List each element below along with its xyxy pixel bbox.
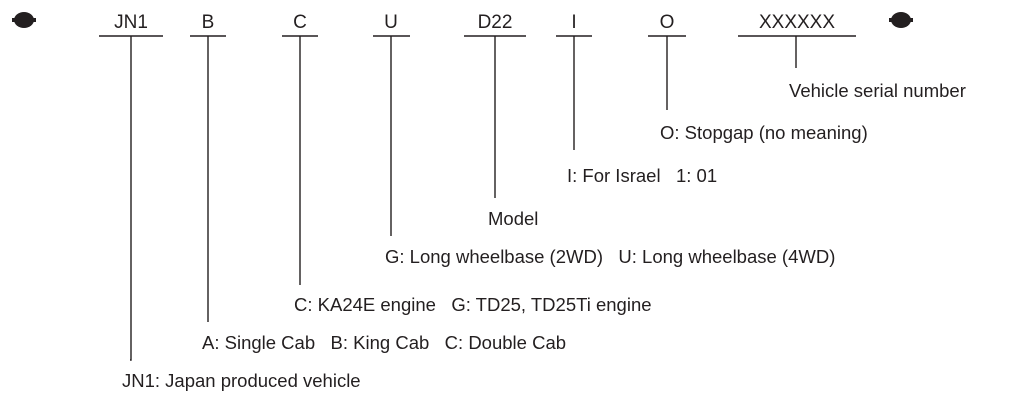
segment-stopgap: O O: Stopgap (no meaning)	[648, 12, 868, 143]
segment-code-serial: XXXXXX	[759, 12, 835, 33]
segment-code-destination: I	[571, 12, 576, 33]
segment-destination: I I: For Israel 1: 01	[556, 12, 717, 186]
segment-description-jn1: JN1: Japan produced vehicle	[122, 370, 361, 391]
segment-description-destination: I: For Israel 1: 01	[567, 165, 717, 186]
start-marker-icon	[12, 12, 36, 28]
segment-description-model: Model	[488, 208, 538, 229]
segment-body-type: B A: Single Cab B: King Cab C: Double Ca…	[190, 12, 566, 353]
segment-leader-jn1	[130, 36, 132, 361]
segment-code-engine: C	[293, 12, 307, 33]
segment-description-serial: Vehicle serial number	[789, 80, 966, 101]
segment-code-jn1: JN1	[114, 12, 148, 33]
segment-code-wheelbase: U	[384, 12, 398, 33]
segment-model: D22 Model	[464, 12, 538, 229]
segment-engine: C C: KA24E engine G: TD25, TD25Ti engine	[282, 12, 652, 315]
segment-code-model: D22	[478, 12, 513, 33]
segment-description-wheelbase: G: Long wheelbase (2WD) U: Long wheelbas…	[385, 246, 835, 267]
segment-code-stopgap: O	[660, 12, 675, 33]
segment-serial: XXXXXX Vehicle serial number	[738, 12, 966, 101]
segment-jn1: JN1 JN1: Japan produced vehicle	[99, 12, 361, 391]
segment-wheelbase: U G: Long wheelbase (2WD) U: Long wheelb…	[373, 12, 835, 267]
end-marker-icon	[889, 12, 913, 28]
segment-code-body-type: B	[202, 12, 215, 33]
segment-description-body-type: A: Single Cab B: King Cab C: Double Cab	[202, 332, 566, 353]
segment-description-stopgap: O: Stopgap (no meaning)	[660, 122, 868, 143]
segment-description-engine: C: KA24E engine G: TD25, TD25Ti engine	[294, 294, 652, 315]
